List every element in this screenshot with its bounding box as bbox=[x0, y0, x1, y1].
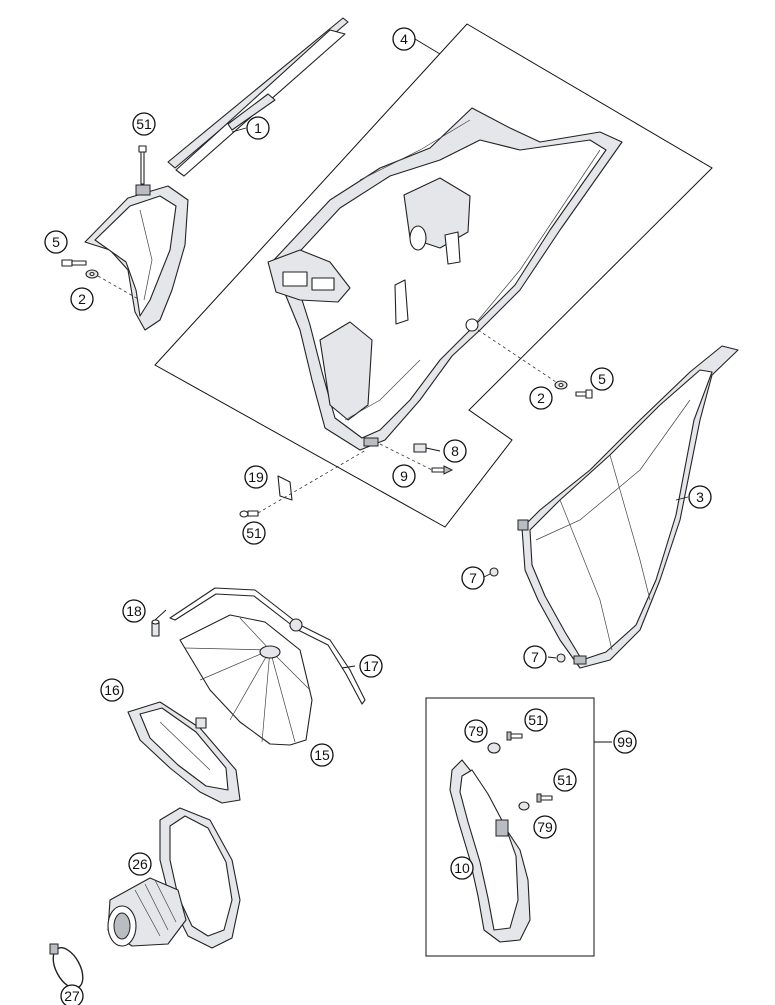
svg-text:5: 5 bbox=[598, 371, 606, 387]
svg-text:51: 51 bbox=[557, 772, 573, 788]
left-side-bracket bbox=[84, 184, 189, 331]
air-filter bbox=[179, 614, 313, 746]
svg-text:51: 51 bbox=[528, 712, 544, 728]
callout-2: 2 bbox=[70, 287, 94, 311]
leader-lines bbox=[154, 38, 689, 669]
assembly-line-left bbox=[97, 275, 141, 301]
callout-5: 5 bbox=[590, 367, 614, 391]
rear-frame-strip bbox=[167, 17, 349, 177]
bracket-19 bbox=[277, 475, 293, 501]
side-cover bbox=[517, 345, 739, 669]
washer-2-left bbox=[85, 269, 99, 279]
assembly-line-right bbox=[477, 329, 557, 383]
screw-7-upper bbox=[489, 567, 499, 577]
callout-5: 5 bbox=[44, 230, 68, 254]
callout-51: 51 bbox=[553, 768, 577, 792]
screw-51-kit-bottom bbox=[536, 793, 553, 803]
intake-boot bbox=[107, 807, 241, 949]
svg-text:7: 7 bbox=[531, 649, 539, 665]
callout-99: 99 bbox=[613, 730, 637, 754]
screw-5-right bbox=[575, 389, 593, 399]
svg-text:16: 16 bbox=[104, 682, 120, 698]
svg-text:8: 8 bbox=[451, 443, 459, 459]
callout-16: 16 bbox=[100, 678, 124, 702]
callout-51: 51 bbox=[524, 708, 548, 732]
callout-10: 10 bbox=[450, 856, 474, 880]
filter-retaining-wire bbox=[169, 587, 366, 705]
assembly-line-9 bbox=[379, 443, 433, 471]
screw-51-bottom bbox=[239, 510, 259, 518]
callout-2: 2 bbox=[529, 386, 553, 410]
screw-9 bbox=[431, 465, 454, 475]
svg-text:3: 3 bbox=[696, 489, 704, 505]
pin-18 bbox=[151, 619, 160, 637]
svg-text:4: 4 bbox=[400, 31, 408, 47]
callout-51: 51 bbox=[132, 112, 156, 136]
svg-text:27: 27 bbox=[64, 988, 80, 1004]
clip-8 bbox=[413, 443, 427, 453]
callout-15: 15 bbox=[310, 743, 334, 767]
callout-79: 79 bbox=[464, 719, 488, 743]
svg-text:1: 1 bbox=[254, 120, 262, 136]
callout-27: 27 bbox=[60, 984, 84, 1005]
callout-7: 7 bbox=[523, 645, 547, 669]
assembly-line-19 bbox=[257, 449, 367, 514]
callout-18: 18 bbox=[122, 599, 146, 623]
callout-19: 19 bbox=[244, 465, 268, 489]
screw-51-top bbox=[138, 145, 147, 185]
callout-7: 7 bbox=[461, 566, 485, 590]
svg-text:17: 17 bbox=[363, 658, 379, 674]
screw-7-lower bbox=[556, 653, 566, 663]
callout-1: 1 bbox=[246, 116, 270, 140]
filter-support bbox=[127, 701, 241, 804]
airbox-group-frame bbox=[154, 23, 713, 528]
callout-17: 17 bbox=[359, 654, 383, 678]
svg-text:7: 7 bbox=[469, 570, 477, 586]
washer-79-top bbox=[487, 742, 501, 754]
airbox bbox=[267, 107, 623, 451]
air-duct-cover bbox=[449, 759, 531, 943]
kit-99-box bbox=[425, 697, 595, 957]
svg-text:51: 51 bbox=[136, 116, 152, 132]
svg-text:18: 18 bbox=[126, 603, 142, 619]
svg-text:26: 26 bbox=[132, 856, 148, 872]
callout-8: 8 bbox=[443, 439, 467, 463]
callout-79: 79 bbox=[533, 815, 557, 839]
svg-text:79: 79 bbox=[537, 819, 553, 835]
svg-text:79: 79 bbox=[468, 723, 484, 739]
svg-text:2: 2 bbox=[537, 390, 545, 406]
svg-text:5: 5 bbox=[52, 234, 60, 250]
screw-5-left bbox=[61, 259, 87, 267]
screw-51-kit-top bbox=[506, 731, 523, 741]
svg-text:19: 19 bbox=[248, 469, 264, 485]
callout-9: 9 bbox=[392, 464, 416, 488]
svg-text:15: 15 bbox=[314, 747, 330, 763]
svg-text:9: 9 bbox=[400, 468, 408, 484]
callout-51: 51 bbox=[242, 521, 266, 545]
svg-text:99: 99 bbox=[617, 734, 633, 750]
svg-text:10: 10 bbox=[454, 860, 470, 876]
svg-text:2: 2 bbox=[78, 291, 86, 307]
callout-3: 3 bbox=[688, 485, 712, 509]
washer-79-bottom bbox=[518, 801, 530, 811]
callout-26: 26 bbox=[128, 852, 152, 876]
washer-2-right bbox=[554, 380, 568, 390]
callout-4: 4 bbox=[392, 27, 416, 51]
svg-text:51: 51 bbox=[246, 525, 262, 541]
